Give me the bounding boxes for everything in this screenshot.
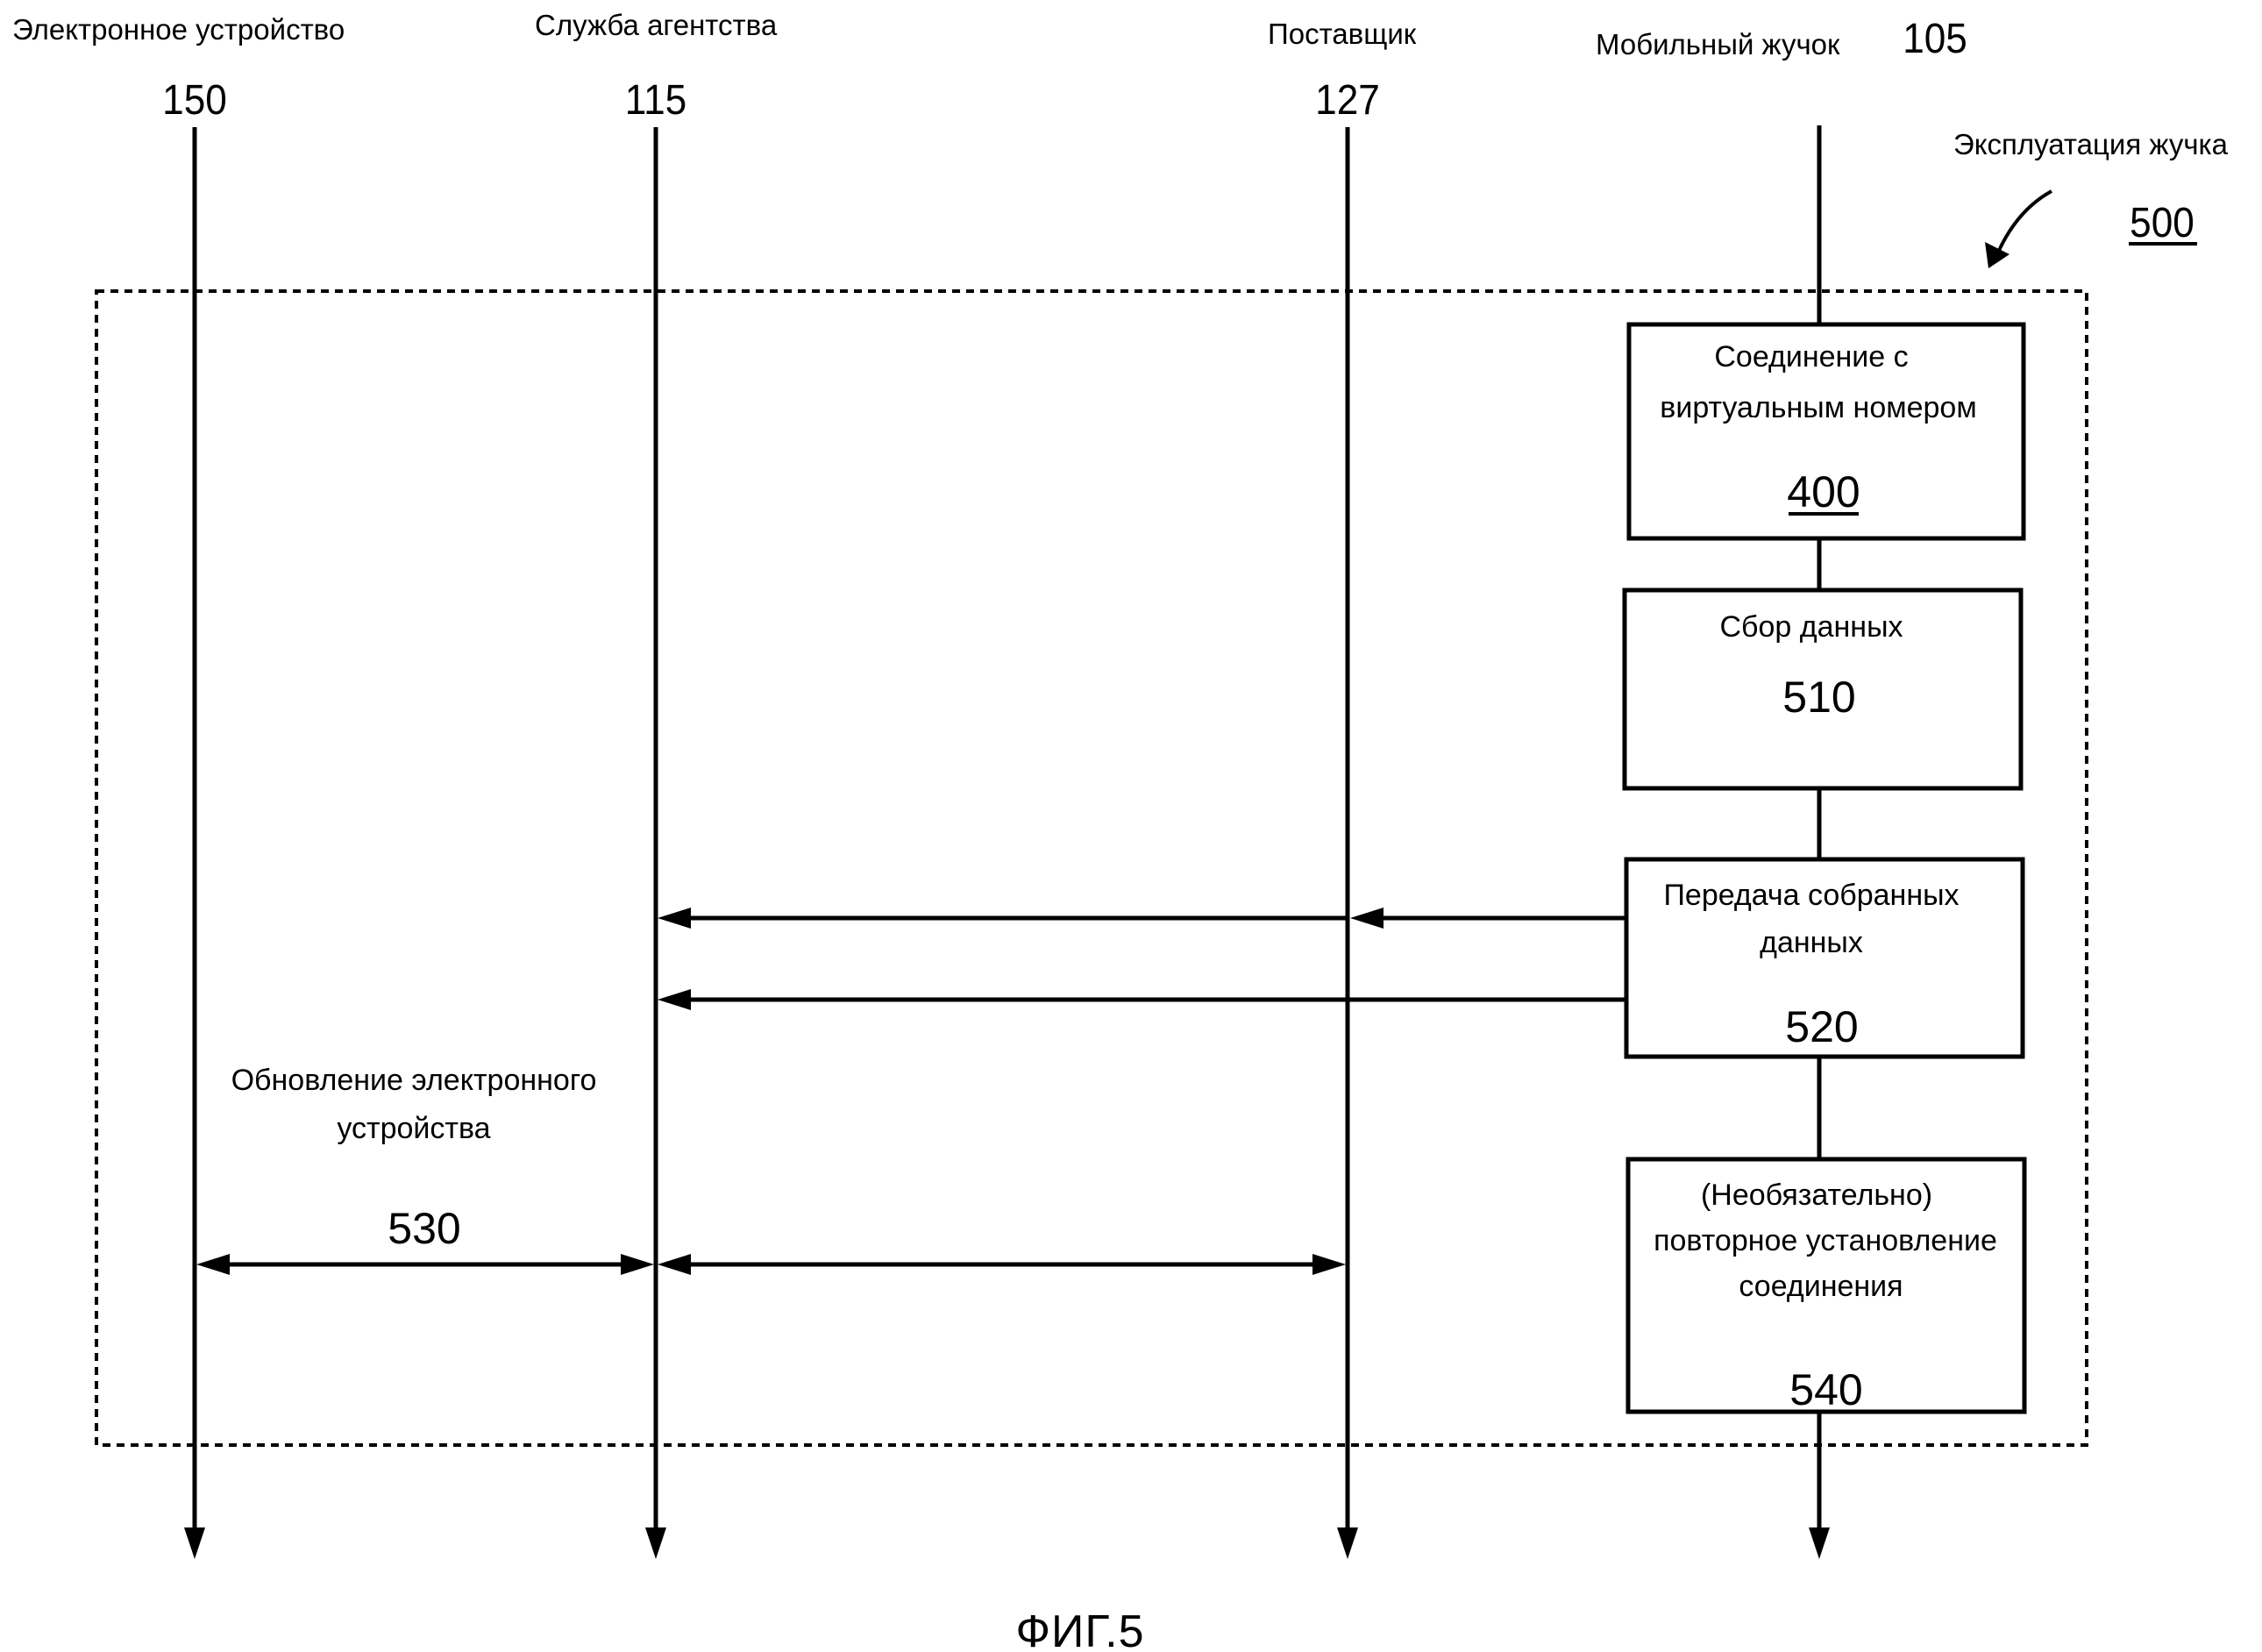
update-label-line-2: устройства <box>337 1112 490 1145</box>
step-400-line-2: виртуальным номером <box>1660 391 1976 424</box>
step-520-line-1: Передача собранных <box>1663 879 1959 912</box>
step-520-number: 520 <box>1785 1002 1858 1051</box>
figure-title: ФИГ.5 <box>1015 1606 1144 1652</box>
message-provider-to-agency-arrowhead <box>658 908 691 929</box>
group-pointer-arrow <box>1995 189 2052 255</box>
step-510-line-1: Сбор данных <box>1719 610 1903 644</box>
message-bug-to-provider-arrowhead <box>1350 908 1384 929</box>
update-arrow-agency-provider-right-head <box>1312 1254 1346 1275</box>
step-400-number: 400 <box>1787 467 1860 516</box>
step-box-510: Сбор данных 510 <box>1622 587 2024 791</box>
step-540-line-2: повторное установление <box>1654 1224 1997 1257</box>
message-bug-to-agency-arrowhead <box>658 989 691 1010</box>
update-arrow-device-agency-left-head <box>196 1254 230 1275</box>
update-number: 530 <box>388 1204 460 1253</box>
step-540-number: 540 <box>1789 1365 1862 1414</box>
participant-number-electronic-device: 150 <box>162 75 227 123</box>
participant-label-agency-service: Служба агентства <box>535 9 778 41</box>
step-400-line-1: Соединение с <box>1714 340 1908 374</box>
step-540-line-1: (Необязательно) <box>1701 1178 1932 1212</box>
lifeline-arrowhead-agency-service <box>645 1527 666 1559</box>
participant-label-electronic-device: Электронное устройство <box>12 13 345 46</box>
step-box-520: Передача собранных данных 520 <box>1624 857 2025 1059</box>
group-label: Эксплуатация жучка <box>1953 128 2229 160</box>
lifeline-arrowhead-mobile-bug <box>1809 1527 1830 1559</box>
step-540-line-3: соединения <box>1739 1270 1903 1303</box>
lifeline-arrowhead-provider <box>1337 1527 1358 1559</box>
participant-number-mobile-bug: 105 <box>1903 14 1967 61</box>
participant-number-agency-service: 115 <box>625 75 686 123</box>
step-box-540: (Необязательно) повторное установление с… <box>1625 1157 2027 1414</box>
step-510-number: 510 <box>1782 673 1855 722</box>
update-arrow-agency-provider-left-head <box>658 1254 691 1275</box>
lifeline-arrowhead-electronic-device <box>184 1527 205 1559</box>
group-frame <box>95 289 2088 1447</box>
group-pointer-arrowhead <box>1985 242 2009 268</box>
participant-number-provider: 127 <box>1315 75 1380 123</box>
group-number: 500 <box>2130 198 2194 246</box>
participant-label-mobile-bug: Мобильный жучок <box>1596 28 1840 61</box>
step-box-400: Соединение с виртуальным номером 400 <box>1626 322 2026 541</box>
update-arrow-device-agency-right-head <box>621 1254 654 1275</box>
update-label-line-1: Обновление электронного <box>231 1064 597 1097</box>
participant-label-provider: Поставщик <box>1268 18 1417 50</box>
step-520-line-2: данных <box>1760 926 1863 959</box>
